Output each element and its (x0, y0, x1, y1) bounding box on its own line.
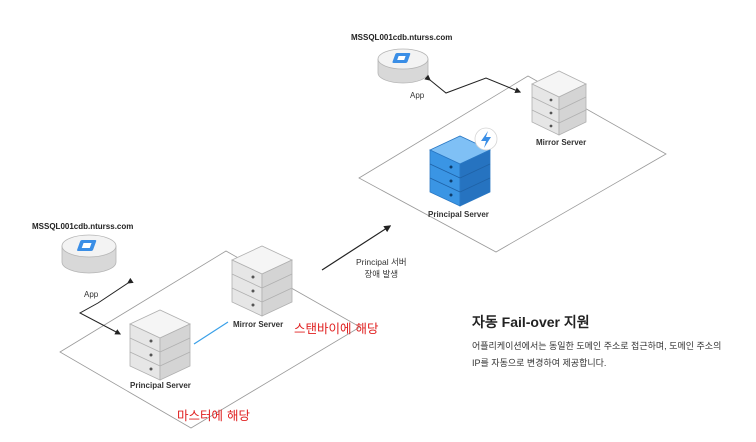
mirror-link (193, 321, 229, 345)
bottom-principal-label: Principal Server (130, 381, 191, 390)
standby-annotation: 스탠바이에 해당 (294, 321, 379, 336)
top-principal-label: Principal Server (428, 210, 489, 219)
top-app-icon (377, 48, 429, 84)
bottom-app-icon (61, 234, 117, 274)
feature-description: 어플리케이션에서는 동일한 도메인 주소로 접근하며, 도메인 주소의 IP를 … (472, 341, 722, 368)
bottom-app-connection (78, 277, 134, 335)
top-app-label: App (410, 91, 425, 100)
top-host-label: MSSQL001cdb.nturss.com (351, 33, 453, 42)
top-app-connection (424, 74, 522, 94)
failover-arrow (321, 225, 392, 271)
top-mirror-label: Mirror Server (536, 138, 587, 147)
master-annotation: 마스터에 해당 (177, 408, 250, 423)
bottom-host-label: MSSQL001cdb.nturss.com (32, 222, 134, 231)
lightning-icon (474, 127, 498, 151)
failover-event-label: Principal 서버 장애 발생 (356, 256, 407, 280)
bottom-principal-server-icon (129, 309, 191, 381)
bottom-platform (59, 250, 361, 429)
top-principal-server-icon (429, 135, 491, 207)
bottom-app-label: App (84, 290, 99, 299)
feature-title: 자동 Fail-over 지원 (472, 314, 590, 330)
failover-event-line1: Principal 서버 (356, 257, 407, 267)
bottom-mirror-label: Mirror Server (233, 320, 284, 329)
failover-event-line2: 장애 발생 (364, 269, 399, 279)
top-mirror-server-icon (531, 70, 587, 136)
top-platform (358, 75, 667, 253)
bottom-mirror-server-icon (231, 245, 293, 317)
